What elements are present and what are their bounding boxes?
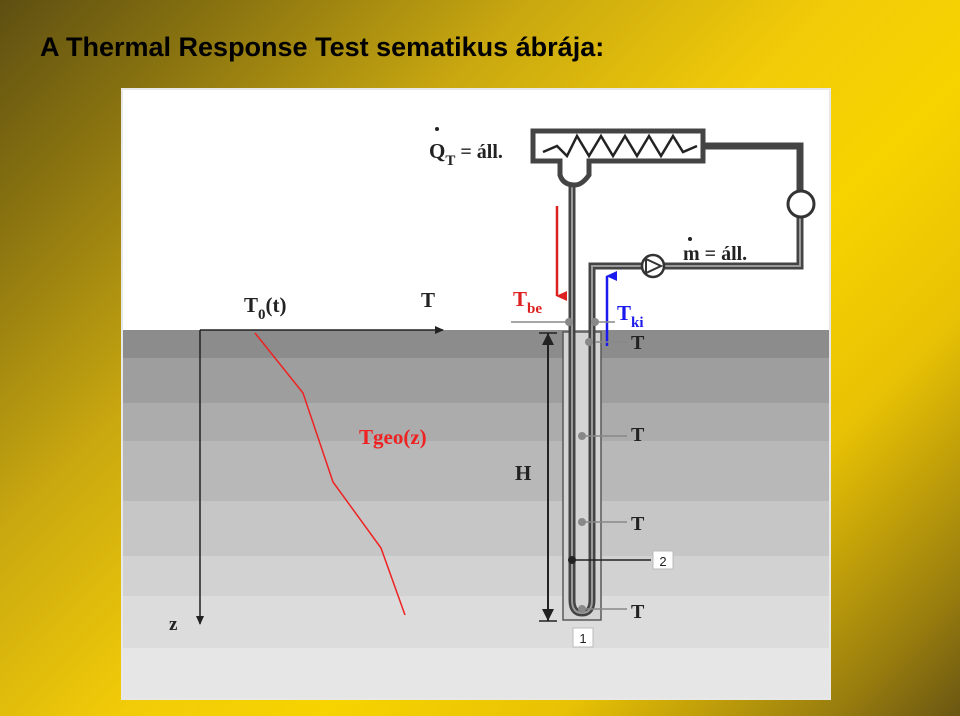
marker-2-point <box>568 556 576 564</box>
marker-1-label: 1 <box>579 631 586 646</box>
slide-title: A Thermal Response Test sematikus ábrája… <box>40 32 605 62</box>
outlet-temperature-label: Tki <box>617 301 644 331</box>
heat-rate-label: QT = áll. <box>429 139 503 169</box>
mass-flow-dot <box>688 237 692 241</box>
sensor-point <box>585 338 593 346</box>
sensor-label-lower: T <box>631 513 645 535</box>
sensor-label-bottom: T <box>631 601 645 623</box>
sensor-label-top: T <box>631 332 645 354</box>
ground-layer <box>123 403 829 441</box>
depth-arrow-top <box>542 333 554 345</box>
ground-layer <box>123 358 829 403</box>
temperature-axis-label: T <box>421 288 435 312</box>
ground-layer <box>123 330 829 358</box>
ground-layer <box>123 501 829 556</box>
ground-layer <box>123 441 829 501</box>
heater-body <box>530 128 706 188</box>
depth-arrow-bottom <box>542 609 554 621</box>
depth-h-label: H <box>515 461 531 485</box>
flow-meter-icon <box>786 189 816 219</box>
heating-element-icon <box>542 133 698 159</box>
sensor-point <box>578 432 586 440</box>
ground-layers <box>123 330 829 698</box>
marker-1-box <box>572 627 594 648</box>
heat-rate-dot <box>435 127 439 131</box>
ground-layer <box>123 596 829 648</box>
inlet-temperature-label: Tbe <box>513 287 542 317</box>
marker-2-box <box>652 550 674 570</box>
mass-flow-label: m = áll. <box>683 243 747 265</box>
heater <box>530 128 706 188</box>
sensor-outlet <box>591 318 599 326</box>
ground-layer <box>123 556 829 596</box>
geothermal-profile-curve <box>254 332 406 616</box>
trt-schematic: QT = áll. m = áll. T0(t) T z Tbe Tki Tge… <box>121 88 831 700</box>
sensor-point <box>578 605 586 613</box>
sensor-label-upper: T <box>631 424 645 446</box>
heater-return-pipe <box>703 142 804 194</box>
pump-arrow-icon <box>645 257 664 275</box>
sensor-point <box>578 518 586 526</box>
schematic-canvas: QT = áll. m = áll. T0(t) T z Tbe Tki Tge… <box>123 127 829 698</box>
geothermal-profile-label: Tgeo(z) <box>359 425 427 449</box>
u-pipe-highlight <box>571 178 801 615</box>
marker-2-label: 2 <box>659 554 666 569</box>
ground-layer <box>123 648 829 698</box>
depth-axis-label: z <box>169 614 178 635</box>
sensor-inlet <box>565 318 573 326</box>
t0-label: T0(t) <box>244 293 287 323</box>
